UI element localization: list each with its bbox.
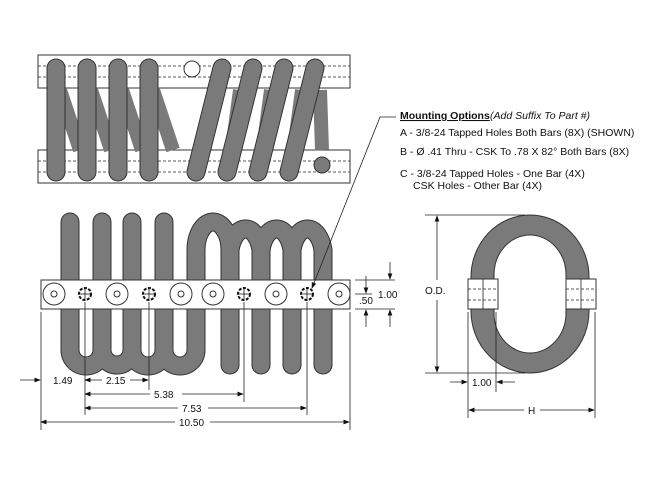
option-c-line1: C - 3/8-24 Tapped Holes - One Bar (4X) xyxy=(400,168,585,180)
dimension-lines xyxy=(20,262,395,430)
dim-od: O.D. xyxy=(425,286,446,297)
end-view: O.D. 1.00 H xyxy=(425,214,597,418)
dim-bar-height: 1.00 xyxy=(378,290,398,301)
end-bar-right xyxy=(565,278,597,310)
end-view-dimension-lines xyxy=(425,214,596,418)
csk-hole-icon xyxy=(264,282,288,306)
dim-hole-center: .50 xyxy=(359,296,373,307)
top-view-coils xyxy=(46,58,331,182)
dim-10-50: 10.50 xyxy=(179,418,204,429)
front-view: 1.49 2.15 5.38 7.53 10.50 1.00 .50 xyxy=(20,116,398,430)
csk-hole-icon xyxy=(42,282,66,306)
tapped-hole-icon xyxy=(237,287,251,301)
end-bar-left xyxy=(467,278,499,310)
top-view xyxy=(37,54,351,184)
front-view-coils xyxy=(60,212,333,376)
option-b: B - Ø .41 Thru - CSK To .78 X 82° Both B… xyxy=(400,146,629,158)
dim-end-bar-width: 1.00 xyxy=(472,378,492,389)
dim-h: H xyxy=(528,406,535,417)
leader-line xyxy=(311,116,396,289)
bar-holes xyxy=(42,282,351,306)
mounting-options-subtitle: (Add Suffix To Part #) xyxy=(490,110,590,122)
dim-1-49: 1.49 xyxy=(53,376,73,387)
tapped-hole-icon xyxy=(142,287,156,301)
mounting-options: Mounting Options (Add Suffix To Part #) … xyxy=(400,110,634,192)
tapped-hole-icon xyxy=(300,287,314,301)
option-a: A - 3/8-24 Tapped Holes Both Bars (8X) (… xyxy=(400,127,634,139)
csk-hole-icon xyxy=(327,282,351,306)
mounting-bar xyxy=(40,279,351,310)
hole-icon xyxy=(183,60,201,78)
option-c-line2: CSK Holes - Other Bar (4X) xyxy=(413,180,542,192)
mounting-options-title: Mounting Options xyxy=(400,110,490,122)
csk-hole-icon xyxy=(169,282,193,306)
dim-5-38: 5.38 xyxy=(154,390,174,401)
csk-hole-icon xyxy=(105,282,129,306)
csk-hole-icon xyxy=(201,282,225,306)
dim-2-15: 2.15 xyxy=(106,376,126,387)
tapped-hole-icon xyxy=(78,287,92,301)
dim-7-53: 7.53 xyxy=(182,404,202,415)
